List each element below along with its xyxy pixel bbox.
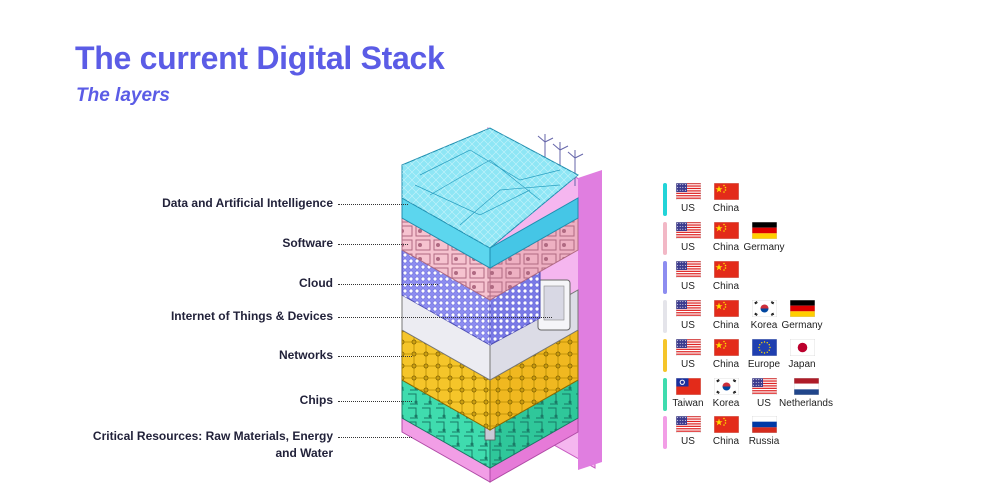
leader-line <box>338 437 412 438</box>
wind-turbines <box>537 134 584 186</box>
layer-color-bar <box>663 416 667 449</box>
flag-china-icon <box>713 261 739 278</box>
layer-label: Critical Resources: Raw Materials, Energ… <box>92 429 333 460</box>
country-name: Japan <box>788 359 816 370</box>
country-china: China <box>696 416 756 448</box>
country-china: China <box>696 261 756 293</box>
leader-line <box>338 356 412 357</box>
country-name: China <box>712 203 740 214</box>
country-us: US <box>658 339 718 371</box>
flag-china-icon <box>713 416 739 433</box>
country-us: US <box>658 183 718 215</box>
layer-label: Data and Artificial Intelligence <box>162 196 333 210</box>
flag-us-icon <box>675 183 701 200</box>
layer-data-ai <box>401 127 579 269</box>
flag-china-icon <box>713 183 739 200</box>
country-name: US <box>681 203 695 214</box>
country-us: US <box>658 222 718 254</box>
layer-color-bar <box>663 300 667 333</box>
country-name: Netherlands <box>779 398 833 409</box>
country-taiwan: Taiwan <box>658 378 718 410</box>
layer-label: Cloud <box>299 276 333 290</box>
flag-china-icon <box>713 222 739 239</box>
layer-color-bar <box>663 378 667 411</box>
country-name: China <box>712 359 740 370</box>
flag-us-icon <box>751 378 777 395</box>
leader-line <box>338 401 412 402</box>
country-name: China <box>712 436 740 447</box>
country-name: US <box>681 242 695 253</box>
flag-taiwan-icon <box>675 378 701 395</box>
flag-china-icon <box>713 300 739 317</box>
country-name: Taiwan <box>672 398 704 409</box>
flag-germany-icon <box>751 222 777 239</box>
page-subtitle: The layers <box>76 85 170 106</box>
page-title: The current Digital Stack <box>75 40 445 76</box>
country-name: US <box>757 398 771 409</box>
layer-color-bar <box>663 339 667 372</box>
country-name: US <box>681 436 695 447</box>
country-europe: Europe <box>734 339 794 371</box>
country-us: US <box>734 378 794 410</box>
flag-korea-icon <box>751 300 777 317</box>
country-japan: Japan <box>772 339 832 371</box>
leader-line <box>338 244 408 245</box>
layer-cloud <box>401 249 541 346</box>
layer-software <box>401 217 579 301</box>
layer-iot <box>401 279 579 381</box>
layer-label: Networks <box>278 348 333 362</box>
flag-japan-icon <box>789 339 815 356</box>
layer-color-bar <box>663 222 667 255</box>
country-name: Germany <box>781 320 823 331</box>
country-germany: Germany <box>772 300 832 332</box>
layer-label: Chips <box>299 393 333 407</box>
country-germany: Germany <box>734 222 794 254</box>
country-china: China <box>696 183 756 215</box>
layer-color-bar <box>663 261 667 294</box>
country-name: Russia <box>748 436 780 447</box>
flag-netherlands-icon <box>793 378 819 395</box>
layer-color-bar <box>663 183 667 216</box>
country-us: US <box>658 261 718 293</box>
flag-europe-icon <box>751 339 777 356</box>
country-name: Korea <box>712 398 740 409</box>
country-china: China <box>696 222 756 254</box>
country-china: China <box>696 300 756 332</box>
leader-line <box>338 204 408 205</box>
country-name: US <box>681 320 695 331</box>
country-korea: Korea <box>734 300 794 332</box>
country-name: Germany <box>743 242 785 253</box>
country-netherlands: Netherlands <box>776 378 836 410</box>
layer-label: Software <box>282 236 333 250</box>
country-name: China <box>712 242 740 253</box>
country-name: US <box>681 281 695 292</box>
country-us: US <box>658 416 718 448</box>
flag-us-icon <box>675 222 701 239</box>
layer-networks <box>401 329 579 431</box>
flag-korea-icon <box>713 378 739 395</box>
country-china: China <box>696 339 756 371</box>
flag-china-icon <box>713 339 739 356</box>
country-name: China <box>712 320 740 331</box>
flag-russia-icon <box>751 416 777 433</box>
country-name: Europe <box>747 359 781 370</box>
flag-us-icon <box>675 261 701 278</box>
leader-line <box>338 317 552 318</box>
flag-us-icon <box>675 300 701 317</box>
flag-germany-icon <box>789 300 815 317</box>
flag-us-icon <box>675 416 701 433</box>
flag-us-icon <box>675 339 701 356</box>
country-russia: Russia <box>734 416 794 448</box>
leader-line <box>338 284 438 285</box>
country-korea: Korea <box>696 378 756 410</box>
country-name: China <box>712 281 740 292</box>
country-name: Korea <box>750 320 778 331</box>
country-name: US <box>681 359 695 370</box>
country-us: US <box>658 300 718 332</box>
layer-label: Internet of Things & Devices <box>170 309 333 323</box>
